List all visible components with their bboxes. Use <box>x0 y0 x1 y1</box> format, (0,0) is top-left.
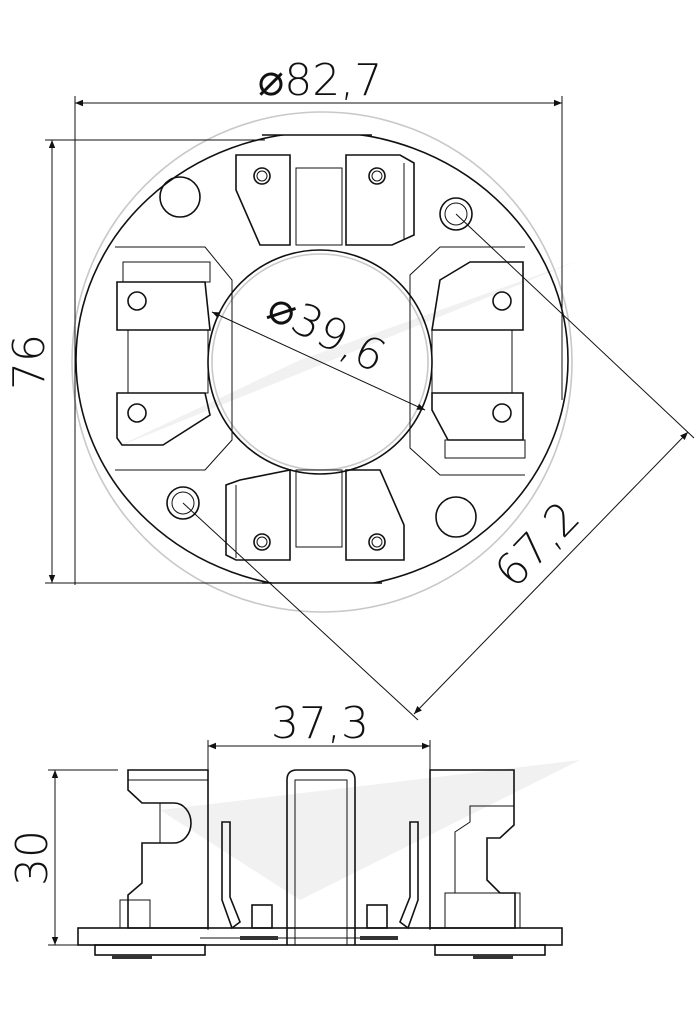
brush-plate-body <box>75 135 569 583</box>
top-view: ⌀82,7 76 ⌀39,6 67,2 <box>4 55 695 721</box>
spring-clip <box>221 821 241 930</box>
left-brush-box <box>127 769 209 929</box>
rivet-hole <box>166 486 200 520</box>
width-label: 37,3 <box>271 698 369 749</box>
rivet-hole <box>439 197 473 231</box>
height-label: 76 <box>4 334 55 390</box>
brush-holder-bottom <box>225 469 405 561</box>
hole-spacing-label: 67,2 <box>485 492 590 598</box>
brush-holder-left <box>115 246 233 471</box>
brush-holder-top <box>235 154 415 246</box>
mounting-hole <box>435 496 477 538</box>
dimension-height: 76 <box>4 139 265 584</box>
mounting-hole <box>159 176 201 218</box>
side-height-label: 30 <box>7 830 58 886</box>
inner-diameter-label: ⌀39,6 <box>260 281 394 383</box>
dimension-outer-diameter: ⌀82,7 <box>74 55 563 585</box>
base-plate <box>77 927 563 946</box>
outer-diameter-label: ⌀82,7 <box>258 55 382 106</box>
reference-circle <box>71 111 573 613</box>
center-bracket <box>286 769 356 945</box>
dimension-side-height: 30 <box>7 769 118 946</box>
side-view: 37,3 30 <box>7 698 563 959</box>
dimension-width: 37,3 <box>207 698 431 930</box>
spring-clip <box>399 821 419 930</box>
